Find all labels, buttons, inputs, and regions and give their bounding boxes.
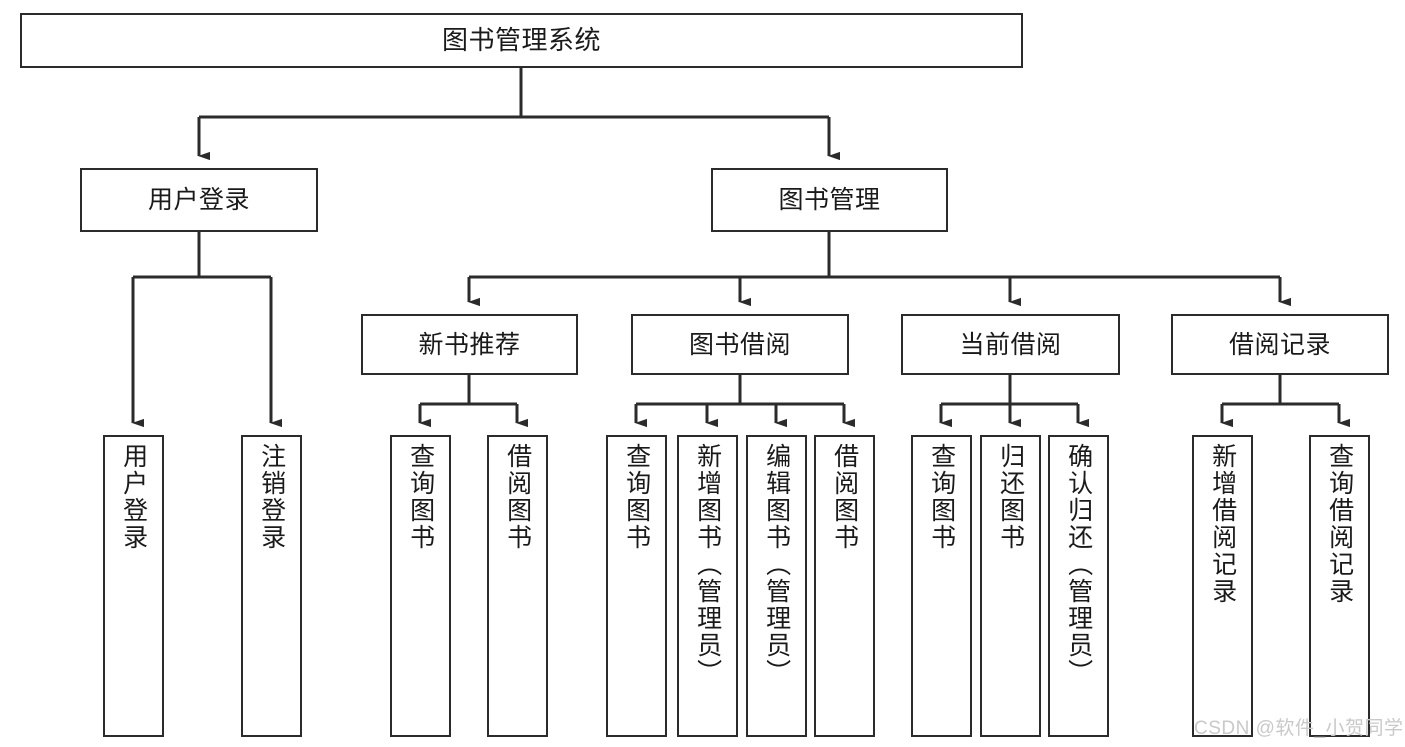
node-label: 新增借阅记录 [1208,443,1237,605]
leaf-borrow-add-book-admin[interactable]: 新增图书（管理员） [677,435,738,737]
node-label: 查询图书 [622,443,651,551]
node-label: 编辑图书（管理员） [762,443,791,686]
node-label: 查询借阅记录 [1325,443,1354,605]
leaf-user-login-signout[interactable]: 注销登录 [241,435,302,737]
node-borrow-records[interactable]: 借阅记录 [1171,314,1389,375]
leaf-current-confirm-return-admin[interactable]: 确认归还（管理员） [1048,435,1109,737]
node-label: 用户登录 [147,186,250,214]
leaf-new-books-query[interactable]: 查询图书 [390,435,451,737]
node-label: 借阅记录 [1228,330,1331,359]
node-label: 图书管理系统 [441,24,601,55]
node-root-system[interactable]: 图书管理系统 [20,13,1023,68]
leaf-borrow-borrow-book[interactable]: 借阅图书 [814,435,875,737]
leaf-new-books-borrow[interactable]: 借阅图书 [487,435,548,737]
node-label: 查询图书 [406,443,435,551]
leaf-borrow-query-book[interactable]: 查询图书 [606,435,667,737]
node-label: 图书借阅 [688,330,791,359]
node-book-management[interactable]: 图书管理 [711,168,948,232]
node-current-borrowing[interactable]: 当前借阅 [901,314,1120,375]
leaf-current-return-book[interactable]: 归还图书 [980,435,1041,737]
node-label: 借阅图书 [830,443,859,551]
node-label: 归还图书 [996,443,1025,551]
leaf-records-add-record[interactable]: 新增借阅记录 [1192,435,1253,737]
node-new-book-recommendation[interactable]: 新书推荐 [361,314,578,375]
csdn-watermark: CSDN @软件_小贺同学 [1194,718,1404,739]
node-label: 新增图书（管理员） [693,443,722,686]
node-label: 新书推荐 [418,330,521,359]
leaf-records-query-record[interactable]: 查询借阅记录 [1309,435,1370,737]
leaf-borrow-edit-book-admin[interactable]: 编辑图书（管理员） [746,435,807,737]
node-label: 用户登录 [119,443,148,551]
node-label: 确认归还（管理员） [1064,443,1093,686]
node-label: 图书管理 [778,186,881,214]
node-label: 借阅图书 [503,443,532,551]
node-user-login[interactable]: 用户登录 [80,168,318,232]
node-label: 查询图书 [927,443,956,551]
leaf-user-login-signin[interactable]: 用户登录 [103,435,164,737]
node-label: 当前借阅 [959,330,1062,359]
leaf-current-query-book[interactable]: 查询图书 [911,435,972,737]
node-book-borrowing[interactable]: 图书借阅 [631,314,849,375]
node-label: 注销登录 [257,443,286,551]
